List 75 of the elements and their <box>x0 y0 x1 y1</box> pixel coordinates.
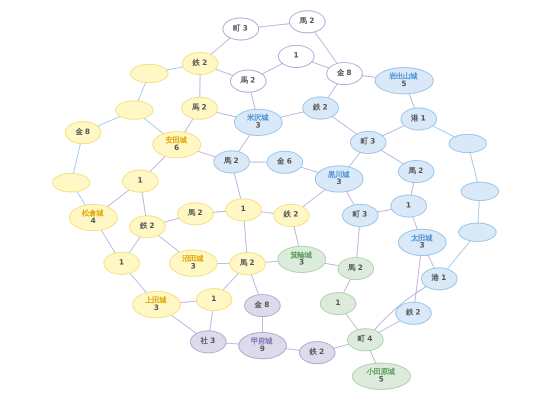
connector <box>261 63 282 74</box>
connector <box>469 152 478 183</box>
connector <box>293 226 299 247</box>
connector <box>285 348 300 351</box>
connector <box>238 134 250 152</box>
connector <box>408 93 415 108</box>
connector <box>212 210 226 213</box>
connector <box>76 191 86 206</box>
connector <box>310 62 329 68</box>
connector <box>378 320 400 333</box>
connector <box>210 38 230 55</box>
node-ellipse <box>114 100 153 120</box>
node-ellipse <box>460 182 498 202</box>
node-ellipse <box>458 222 496 242</box>
connector <box>137 82 146 102</box>
connector <box>166 66 184 70</box>
connector <box>414 255 420 302</box>
node-ellipse <box>448 134 486 154</box>
connector <box>346 191 354 206</box>
connector <box>214 68 233 76</box>
connector <box>356 226 360 258</box>
connector <box>280 111 304 118</box>
connector <box>149 156 166 172</box>
connector <box>163 218 179 223</box>
connector <box>477 200 480 224</box>
connector <box>243 220 247 253</box>
connector <box>106 190 129 208</box>
connector <box>184 118 193 133</box>
connector <box>344 313 358 330</box>
connector <box>380 150 404 164</box>
connector <box>348 152 360 168</box>
connector <box>250 274 258 295</box>
connector <box>225 342 239 344</box>
connector <box>361 75 376 78</box>
connector <box>326 84 338 98</box>
connector <box>432 126 454 138</box>
connector <box>342 278 350 294</box>
connector <box>260 211 274 214</box>
connector <box>302 189 326 208</box>
connector <box>143 118 164 134</box>
node-ellipse <box>130 64 168 84</box>
connector <box>373 286 426 330</box>
connector <box>196 150 216 158</box>
connector <box>250 92 255 110</box>
connector <box>410 182 414 196</box>
connector <box>72 143 80 174</box>
node-ellipse <box>52 173 90 192</box>
connector <box>314 32 338 64</box>
connector <box>248 162 267 163</box>
connector <box>376 208 392 212</box>
connector <box>96 116 120 127</box>
connector <box>446 240 470 270</box>
connector <box>198 74 200 98</box>
connector <box>324 262 339 266</box>
connector <box>179 300 196 303</box>
connector <box>427 254 434 268</box>
connector <box>258 23 290 28</box>
connector <box>100 230 115 254</box>
connector <box>141 192 146 216</box>
connector <box>128 236 140 254</box>
connector <box>382 125 404 136</box>
connector <box>215 112 236 118</box>
connector <box>300 166 318 173</box>
connector <box>369 350 376 364</box>
connector <box>170 314 196 334</box>
connector <box>222 272 238 290</box>
connector <box>412 216 418 230</box>
connector <box>158 235 180 253</box>
connector <box>216 262 230 264</box>
connector <box>233 172 241 200</box>
connector <box>129 272 146 294</box>
connector <box>264 260 278 263</box>
connector <box>208 310 212 332</box>
connector <box>332 116 356 134</box>
connector <box>332 344 349 349</box>
